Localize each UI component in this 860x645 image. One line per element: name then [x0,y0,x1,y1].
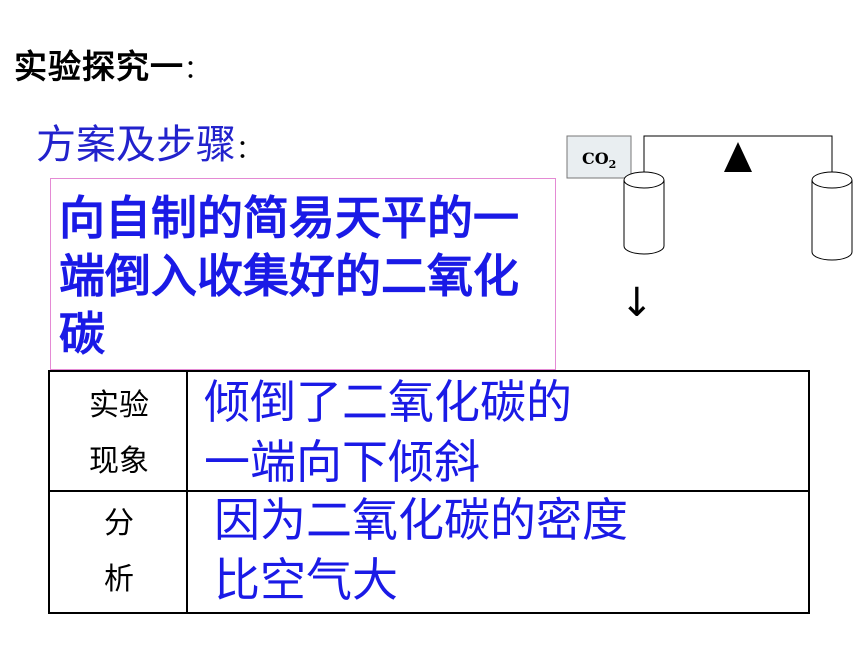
step-box: 向自制的简易天平的一端倒入收集好的二氧化碳 [50,178,556,370]
page-title: 实验探究一： [14,47,212,86]
section-subtitle: 方案及步骤： [36,122,263,168]
balance-beam [643,135,833,172]
co2-label-box [566,135,632,179]
title-colon: ： [184,55,212,85]
result-table: 实验 现象 倾倒了二氧化碳的 一端向下倾斜 分 析 因为二氧化碳的密度 比空气大 [48,370,810,614]
balance-diagram: CO2 ↓ [566,135,853,326]
table-row-content-analysis: 因为二氧化碳的密度 比空气大 [214,493,628,607]
table-row-label-phenomenon: 实验 现象 [89,388,149,479]
table-row-divider [50,490,808,492]
right-cylinder [811,171,853,261]
table-row-label-analysis: 分 析 [104,506,134,597]
triangle-pivot-icon [724,142,752,172]
table-column-divider [186,372,188,612]
down-arrow-icon: ↓ [620,280,654,326]
co2-label: CO2 [582,149,616,171]
subtitle-colon: ： [236,135,263,165]
left-cylinder [623,171,665,255]
table-row-content-phenomenon: 倾倒了二氧化碳的 一端向下倾斜 [204,375,572,489]
step-text: 向自制的简易天平的一端倒入收集好的二氧化碳 [59,191,519,361]
